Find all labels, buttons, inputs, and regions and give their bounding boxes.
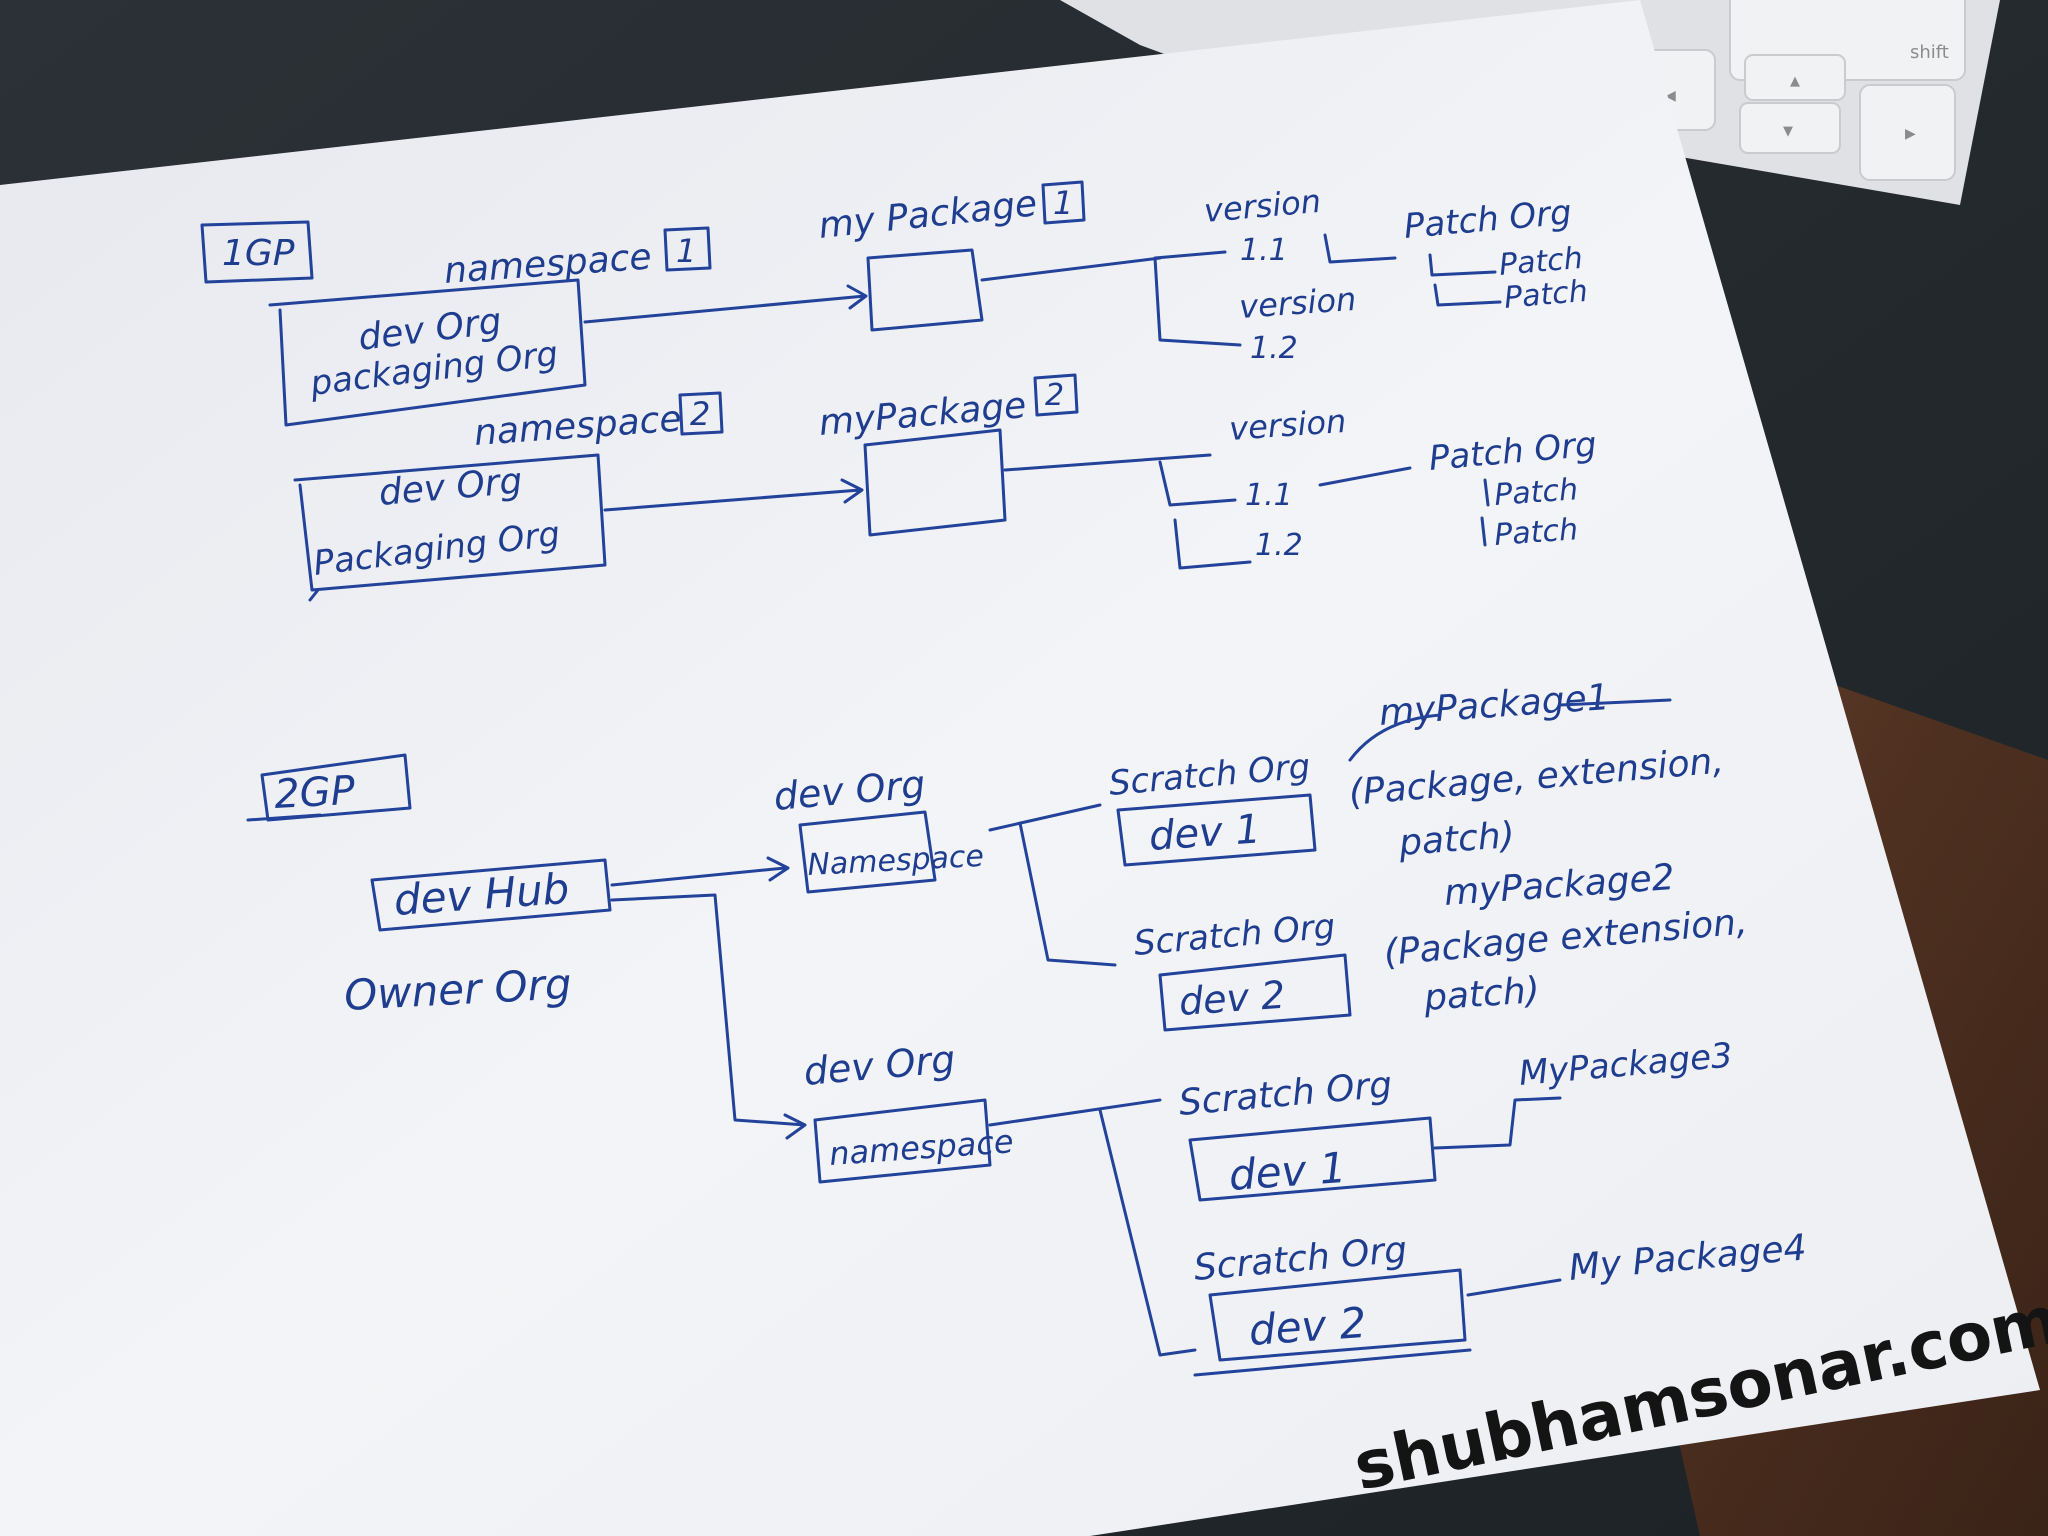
diagram-1gp-row2: namespace 2 dev Org Packaging Org myPack… <box>293 373 1598 602</box>
label-1gp: 1GP <box>222 233 295 274</box>
dev2-top-box <box>1158 953 1352 1032</box>
package-1-box <box>866 248 984 332</box>
dev2-bottom-box <box>1208 1268 1467 1362</box>
dev-hub-box <box>370 858 612 932</box>
namespace-1-number: 1 <box>676 232 696 270</box>
arrow-right-icon: ▶ <box>1905 126 1916 142</box>
patch-2a: Patch <box>1493 472 1579 513</box>
dev-org-1-box <box>268 278 587 427</box>
dev-org-2-box <box>293 453 607 602</box>
dev1-top-label: dev 1 <box>1147 806 1262 860</box>
dev1-top-box <box>1116 793 1317 867</box>
arrow-up-icon: ▲ <box>1790 74 1800 89</box>
version-1-bottom-number: 1.2 <box>1250 331 1298 366</box>
dev1-bottom-label: dev 1 <box>1227 1143 1348 1200</box>
version-2b: 1.2 <box>1255 528 1303 563</box>
namespace-top-box <box>798 810 937 894</box>
pkg-2-line2: patch) <box>1422 970 1541 1019</box>
namespace-bottom-box <box>813 1098 992 1184</box>
arrow-up-key <box>1744 54 1846 101</box>
arrow-down-icon: ▼ <box>1783 124 1793 139</box>
version-2-label: version <box>1228 402 1348 448</box>
package-2-number: 2 <box>1045 378 1064 413</box>
package-2-box <box>863 428 1007 537</box>
patch-1b: Patch <box>1503 274 1589 316</box>
label-2gp: 2GP <box>273 768 357 818</box>
owner-org-label: Owner Org <box>343 959 573 1020</box>
patch-1a: Patch <box>1498 241 1584 283</box>
version-1-bottom-label: version <box>1238 280 1358 326</box>
namespace-2-number: 2 <box>690 395 710 433</box>
arrow-right-key <box>1859 84 1956 181</box>
version-1-top-number: 1.1 <box>1240 233 1288 268</box>
shift-key-label: shift <box>1910 42 1949 63</box>
version-2a: 1.1 <box>1245 478 1293 513</box>
dev2-bottom-label: dev 2 <box>1247 1298 1368 1355</box>
dev2-top-label: dev 2 <box>1178 973 1287 1024</box>
dev-hub-label: dev Hub <box>392 864 571 925</box>
pkg-1-line2: patch) <box>1397 815 1516 864</box>
patch-2b: Patch <box>1493 512 1579 553</box>
arrow-down-key <box>1739 102 1841 154</box>
dev1-bottom-box <box>1188 1116 1437 1202</box>
package-1-number: 1 <box>1053 184 1073 222</box>
arrow-left-icon: ◀ <box>1665 88 1676 104</box>
